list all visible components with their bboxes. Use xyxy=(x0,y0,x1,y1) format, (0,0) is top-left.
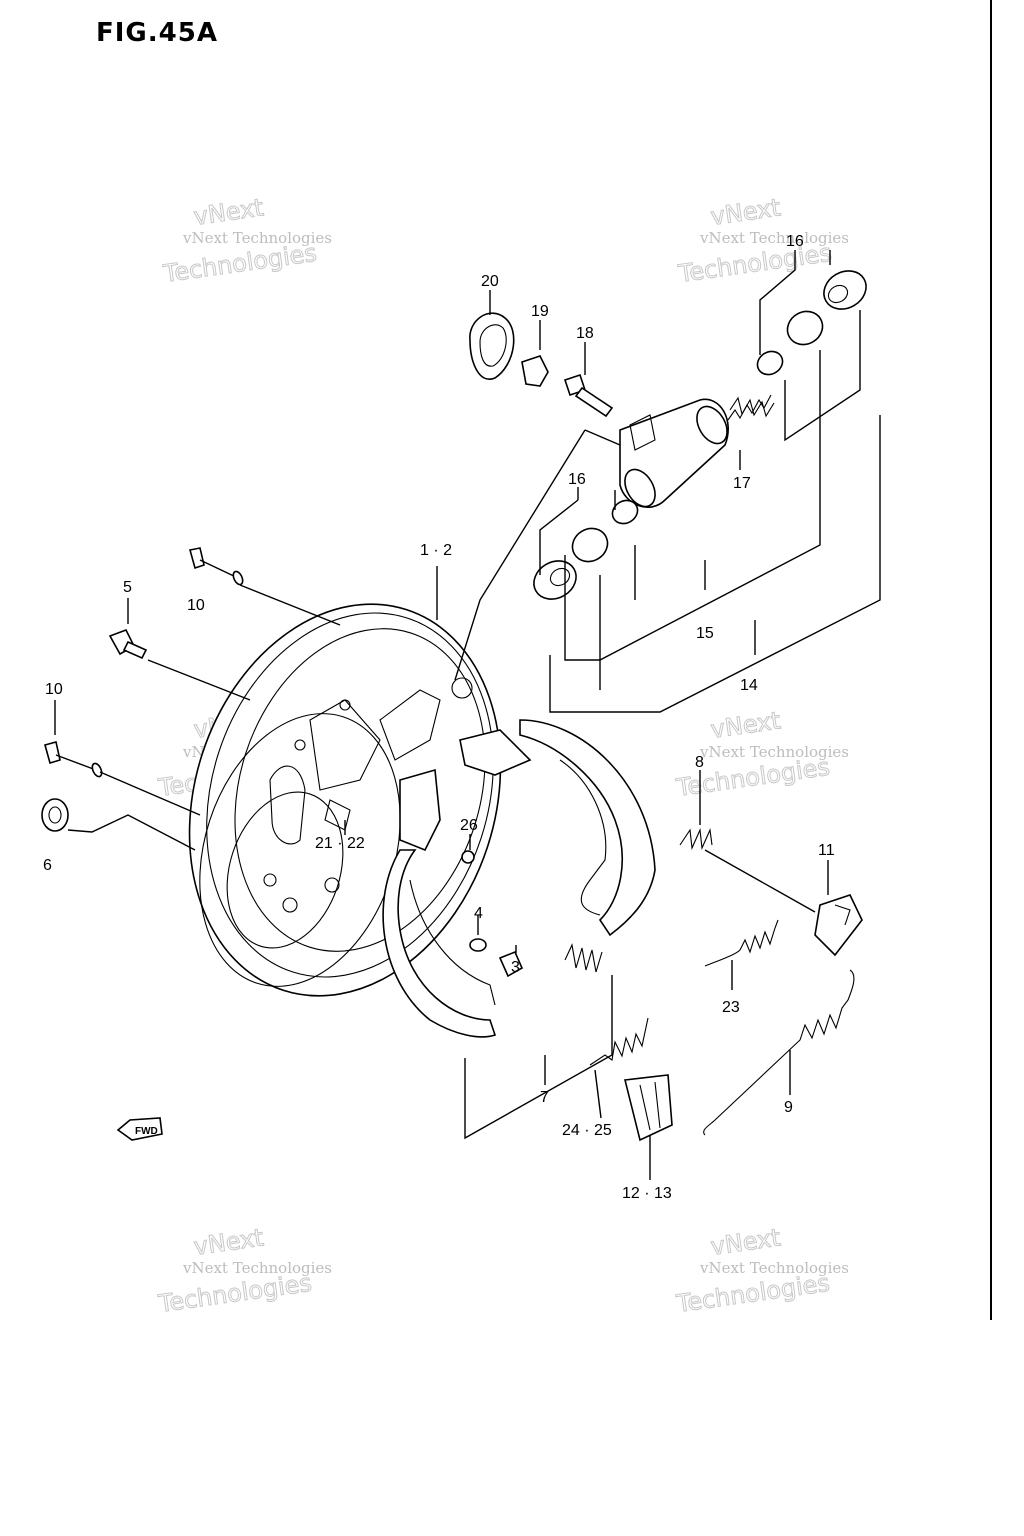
svg-text:vNext: vNext xyxy=(709,706,782,743)
watermark-bottom-left: vNext vNext Technologies Technologies xyxy=(155,1223,332,1319)
callout-16-upper: 16 xyxy=(786,233,804,250)
svg-text:vNext: vNext xyxy=(709,1223,782,1260)
pin-10-upper xyxy=(188,547,244,586)
bleeder-cap-19 xyxy=(521,355,549,387)
svg-text:vNext: vNext xyxy=(192,193,265,230)
callout-6: 6 xyxy=(43,857,52,874)
cylinder-internal-parts-lower xyxy=(533,499,639,600)
adjuster-11 xyxy=(814,894,863,957)
cylinder-internal-parts-upper xyxy=(727,270,867,421)
callout-8: 8 xyxy=(695,754,704,771)
callout-17: 17 xyxy=(733,475,751,492)
pin-10-lower xyxy=(44,741,103,778)
leader-lines xyxy=(54,250,881,1180)
watermark-top-left: vNext vNext Technologies Technologies xyxy=(160,193,332,289)
svg-text:vNext Technologies: vNext Technologies xyxy=(182,1259,332,1277)
grommet-6 xyxy=(41,798,69,832)
bleeder-cap-20 xyxy=(469,312,515,380)
callout-26: 26 xyxy=(460,817,478,834)
svg-text:FWD: FWD xyxy=(135,1126,158,1137)
callout-10-lower: 10 xyxy=(45,681,63,698)
spring-24-25 xyxy=(589,1017,649,1066)
washer-4-and-pin-3 xyxy=(469,938,524,978)
callout-10-upper: 10 xyxy=(187,597,205,614)
spring-17 xyxy=(729,396,775,418)
bleeder-screw-18 xyxy=(563,373,614,418)
callout-21-22: 21 · 22 xyxy=(315,835,365,852)
spring-23 xyxy=(704,919,779,967)
fwd-arrow-icon: FWD xyxy=(116,1117,163,1141)
spring-8 xyxy=(679,827,713,851)
svg-text:vNext Technologies: vNext Technologies xyxy=(699,229,849,247)
callout-23: 23 xyxy=(722,999,740,1016)
svg-text:vNext: vNext xyxy=(709,193,782,230)
callout-15: 15 xyxy=(696,625,714,642)
callout-16-lower: 16 xyxy=(568,471,586,488)
brake-drum-backing-plate xyxy=(188,603,502,997)
callout-5: 5 xyxy=(123,579,132,596)
watermark-bottom-right: vNext vNext Technologies Technologies xyxy=(673,1223,849,1319)
callout-labels: 1 · 2 3 4 5 6 7 8 9 10 10 11 12 · 13 14 … xyxy=(43,233,835,1202)
callout-1-2: 1 · 2 xyxy=(420,542,452,559)
svg-text:vNext Technologies: vNext Technologies xyxy=(699,743,849,761)
wheel-cylinder xyxy=(619,398,729,509)
watermark-top-right: vNext vNext Technologies Technologies xyxy=(675,193,849,289)
retainer-26 xyxy=(461,850,475,864)
callout-9: 9 xyxy=(784,1099,793,1116)
callout-7: 7 xyxy=(540,1089,549,1106)
callout-12-13: 12 · 13 xyxy=(622,1185,672,1202)
callout-19: 19 xyxy=(531,303,549,320)
svg-text:vNext: vNext xyxy=(192,1223,265,1260)
brake-shoe-front xyxy=(459,719,656,937)
callout-3: 3 xyxy=(511,959,520,976)
callout-20: 20 xyxy=(481,273,499,290)
brake-shoe-rear xyxy=(382,768,497,1038)
callout-14: 14 xyxy=(740,677,758,694)
callout-18: 18 xyxy=(576,325,594,342)
callout-24-25: 24 · 25 xyxy=(562,1122,612,1139)
callout-4: 4 xyxy=(474,905,483,922)
page-border-rule xyxy=(990,0,992,1320)
svg-text:vNext Technologies: vNext Technologies xyxy=(699,1259,849,1277)
svg-text:vNext Technologies: vNext Technologies xyxy=(182,229,332,247)
spring-shoe-lower xyxy=(564,943,603,973)
bolt-5 xyxy=(108,628,148,660)
figure-title: FIG.45A xyxy=(96,18,218,48)
callout-11: 11 xyxy=(818,842,835,859)
lever-12-13 xyxy=(624,1074,673,1142)
spring-9 xyxy=(703,969,855,1136)
